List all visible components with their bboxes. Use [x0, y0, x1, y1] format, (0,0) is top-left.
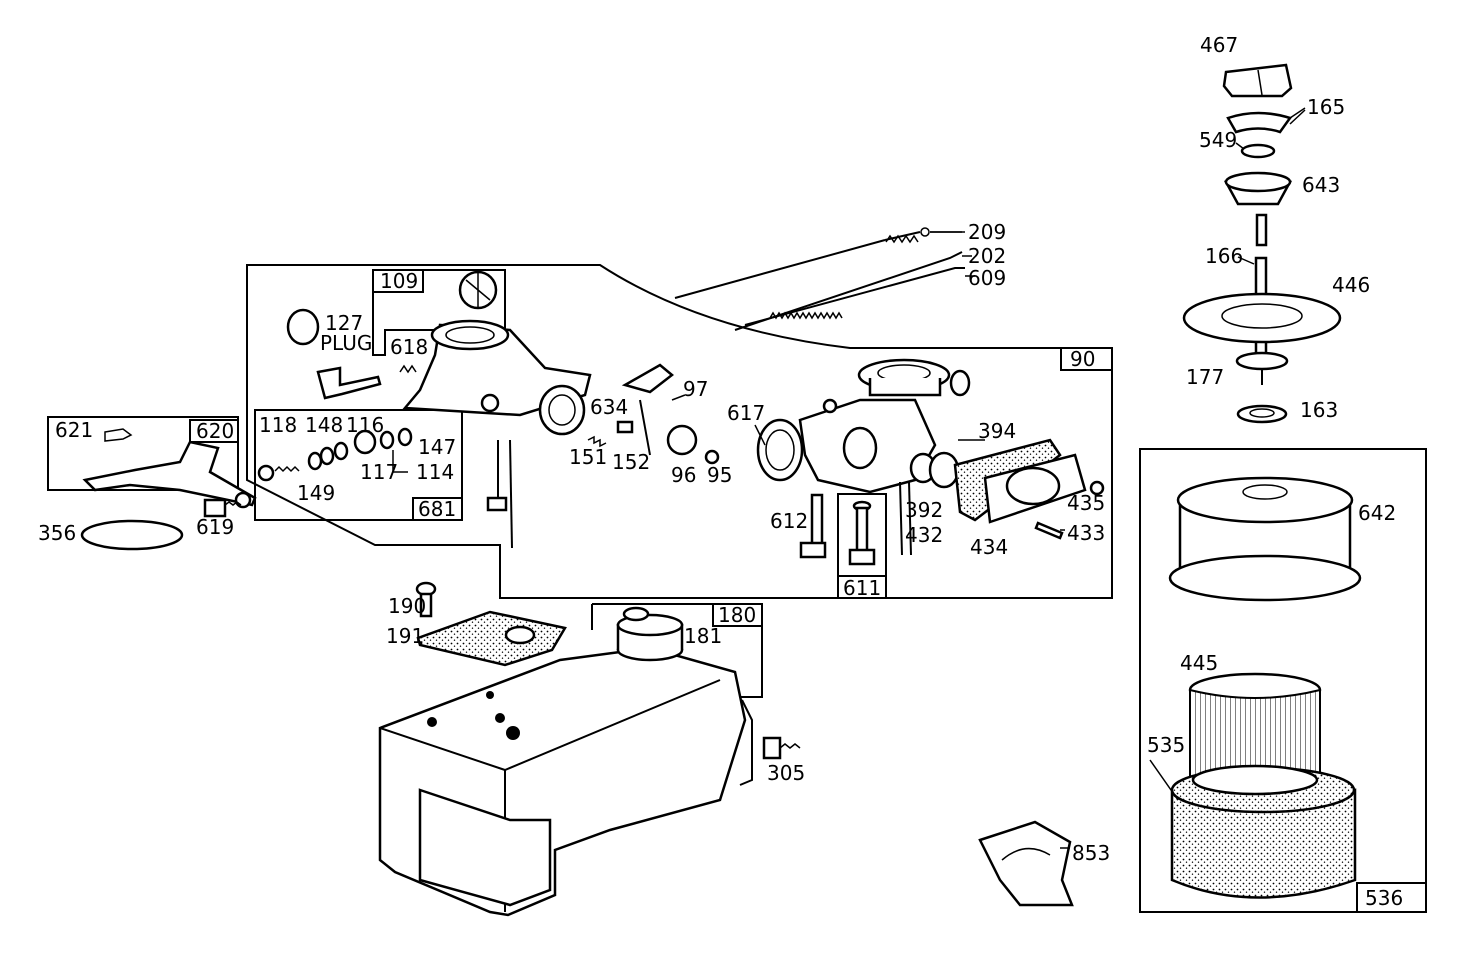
label-619: 619: [196, 515, 234, 539]
washer-549-part: [1235, 142, 1276, 159]
label-617: 617: [727, 401, 765, 425]
label-90: 90: [1070, 347, 1095, 371]
label-305: 305: [767, 761, 805, 785]
label-177: 177: [1186, 365, 1224, 389]
label-95: 95: [707, 463, 732, 487]
label-432: 432: [905, 523, 943, 547]
label-536: 536: [1365, 886, 1403, 910]
throttle-parts-634-97-part: [621, 363, 698, 456]
screw-190-part: [415, 581, 437, 618]
ring-356-part: [80, 519, 184, 551]
knob-467-part: [1222, 63, 1293, 98]
label-356: 356: [38, 521, 76, 545]
label-118: 118: [259, 413, 297, 437]
screw-619-part: [203, 498, 242, 518]
label-202: 202: [968, 244, 1006, 268]
element-445-part: [1188, 672, 1322, 791]
label-209: 209: [968, 220, 1006, 244]
box-90-outline: [1060, 347, 1113, 371]
label-618: 618: [390, 335, 428, 359]
linkage-209-part: [674, 227, 965, 299]
label-681: 681: [418, 497, 456, 521]
label-190: 190: [388, 594, 426, 618]
label-467: 467: [1200, 33, 1238, 57]
label-612: 612: [770, 509, 808, 533]
label-152: 152: [612, 450, 650, 474]
plug-127-part: [286, 308, 320, 346]
screw-435-part: [1089, 480, 1105, 496]
clip-853-part: [978, 820, 1074, 907]
label-535: 535: [1147, 733, 1185, 757]
box-180-outline: [591, 603, 763, 698]
screw-305-part: [762, 736, 801, 760]
label-446: 446: [1332, 273, 1370, 297]
label-433: 433: [1067, 521, 1105, 545]
bracket-620-part: [82, 428, 257, 509]
box-611-outline: [837, 493, 887, 599]
label-445: 445: [1180, 651, 1218, 675]
carburetor-body-left-part: [402, 319, 592, 549]
pin-433-part: [1034, 521, 1064, 540]
label-181: 181: [684, 624, 722, 648]
carburetor-body-right-part: [756, 358, 971, 494]
label-96: 96: [671, 463, 696, 487]
label-97: 97: [683, 377, 708, 401]
box-536-outline: [1139, 448, 1427, 913]
label-109: 109: [380, 269, 418, 293]
wing-nut-165-part: [1226, 107, 1306, 134]
precleaner-535-part: [1170, 764, 1357, 899]
label-611: 611: [843, 576, 881, 600]
bolt-611-part: [848, 500, 876, 566]
label-166: 166: [1205, 244, 1243, 268]
shaft-432-part: [899, 481, 912, 556]
label-191: 191: [386, 624, 424, 648]
box-681-outline: [254, 409, 463, 521]
label-434: 434: [970, 535, 1008, 559]
label-127: 127: [325, 311, 363, 335]
label-147: 147: [418, 435, 456, 459]
choke-lever-618-part: [316, 364, 417, 400]
label-163: 163: [1300, 398, 1338, 422]
gasket-392-394-part: [909, 451, 960, 489]
box-109-outline: [372, 269, 506, 356]
label-plug: PLUG: [320, 331, 372, 355]
label-549: 549: [1199, 128, 1237, 152]
label-392: 392: [905, 498, 943, 522]
carburetor-group-outline: [246, 264, 1113, 599]
label-117: 117: [360, 460, 398, 484]
label-853: 853: [1072, 841, 1110, 865]
spacer-177-part: [1235, 351, 1289, 385]
cup-643-part: [1223, 171, 1293, 206]
diaphragm-434-part: [953, 438, 1087, 524]
screws-151-152-95-part: [587, 420, 720, 465]
label-634: 634: [590, 395, 628, 419]
label-394: 394: [978, 419, 1016, 443]
gasket-191-part: [416, 610, 567, 667]
plate-446-part: [1182, 292, 1342, 344]
part-labels: 467 165 549 643 166 446 177 163 209 202 …: [38, 33, 1403, 910]
label-435: 435: [1067, 491, 1105, 515]
label-149: 149: [297, 481, 335, 505]
label-180: 180: [718, 603, 756, 627]
label-621: 621: [55, 418, 93, 442]
label-116: 116: [346, 413, 384, 437]
label-148: 148: [305, 413, 343, 437]
choke-plate-part: [458, 270, 498, 310]
label-165: 165: [1307, 95, 1345, 119]
label-609: 609: [968, 266, 1006, 290]
grommet-163-part: [1236, 404, 1288, 424]
bolt-612-part: [799, 493, 827, 559]
label-643: 643: [1302, 173, 1340, 197]
fuel-tank-part: [378, 606, 753, 917]
label-620: 620: [196, 419, 234, 443]
label-151: 151: [569, 445, 607, 469]
label-642: 642: [1358, 501, 1396, 525]
cover-642-part: [1168, 476, 1362, 602]
leader-lines: [671, 109, 1306, 849]
linkage-202-609-part: [734, 251, 975, 331]
label-114: 114: [416, 460, 454, 484]
needle-valve-parts-681-part: [257, 427, 413, 482]
